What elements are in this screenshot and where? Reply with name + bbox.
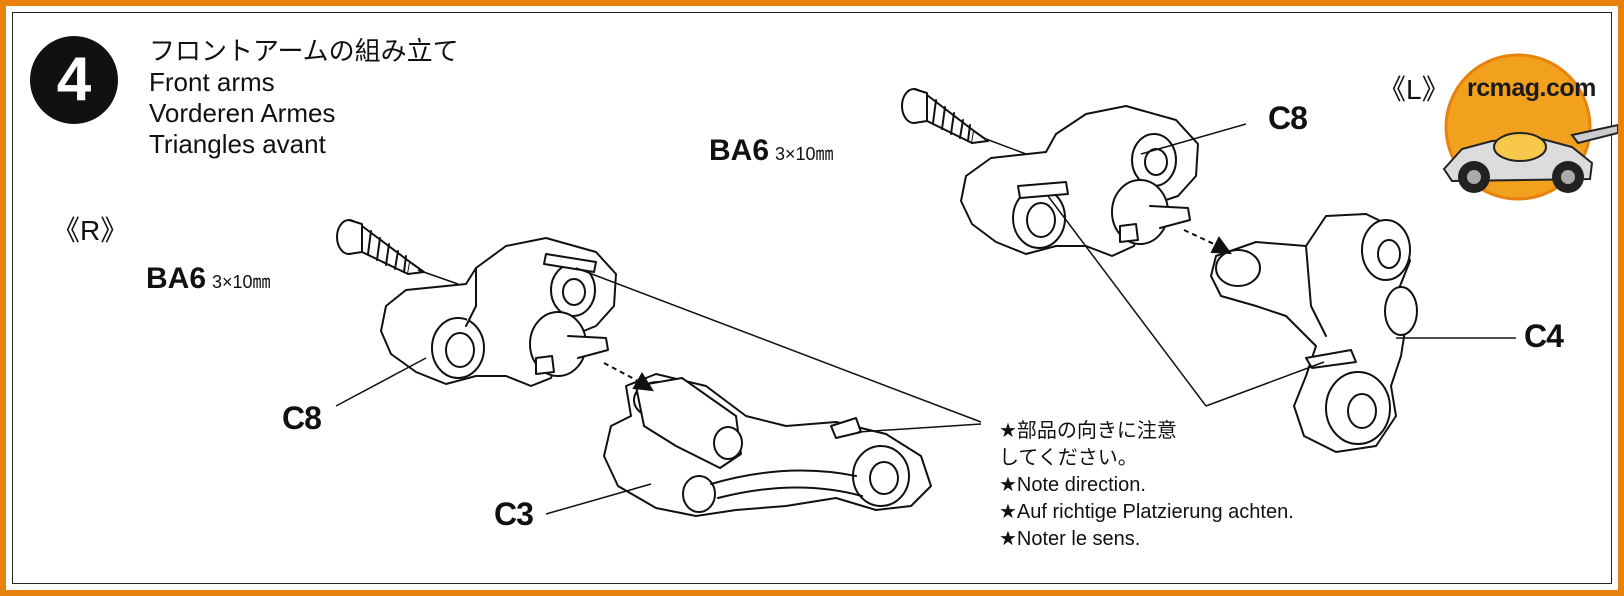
assembly-illustration (335, 88, 1516, 517)
logo-wordmark: rcmag.com (1467, 74, 1596, 102)
title-english: Front arms (149, 67, 275, 97)
insert-arrows (603, 229, 1233, 392)
step-number: 4 (56, 45, 92, 114)
screw-size-left: 3×10㎜ (775, 144, 834, 164)
part-c8-right-drawing (380, 237, 617, 387)
right-side-label: 《R》 (52, 215, 129, 246)
leader-lines (335, 123, 1516, 515)
screw-size-right: 3×10㎜ (212, 272, 271, 292)
title-german: Vorderen Armes (149, 98, 336, 128)
part-c3-drawing (603, 373, 932, 517)
note-japanese-line2: してください。 (999, 447, 1138, 469)
part-c8-left-drawing (960, 105, 1199, 257)
note-german: ★Auf richtige Platzierung achten. (999, 501, 1294, 523)
part-label-c3: C3 (494, 496, 534, 532)
note-french: ★Noter le sens. (999, 528, 1141, 550)
direction-notes: ★部品の向きに注意 してください。 ★Note direction. ★Auf … (999, 418, 1294, 553)
step-titles: フロントアームの組み立て Front arms Vorderen Armes T… (149, 36, 459, 160)
note-english: ★Note direction. (999, 474, 1146, 496)
rcmag-logo (1442, 53, 1618, 201)
page-frame (12, 12, 1612, 584)
note-japanese-line1: ★部品の向きに注意 (999, 420, 1177, 442)
left-side-label: 《L》 (1378, 74, 1450, 105)
screw-l-drawing (901, 88, 989, 144)
part-label-c4: C4 (1524, 318, 1564, 354)
step-number-badge: 4 (30, 36, 118, 124)
screw-name-right: BA6 (146, 262, 207, 295)
screw-r-drawing (336, 219, 425, 275)
screw-name-left: BA6 (709, 134, 770, 167)
title-french: Triangles avant (149, 129, 326, 159)
part-c4-drawing (1210, 213, 1418, 453)
title-japanese: フロントアームの組み立て (149, 36, 459, 66)
part-label-c8-left: C8 (1268, 100, 1308, 136)
part-label-c8-right: C8 (282, 400, 322, 436)
